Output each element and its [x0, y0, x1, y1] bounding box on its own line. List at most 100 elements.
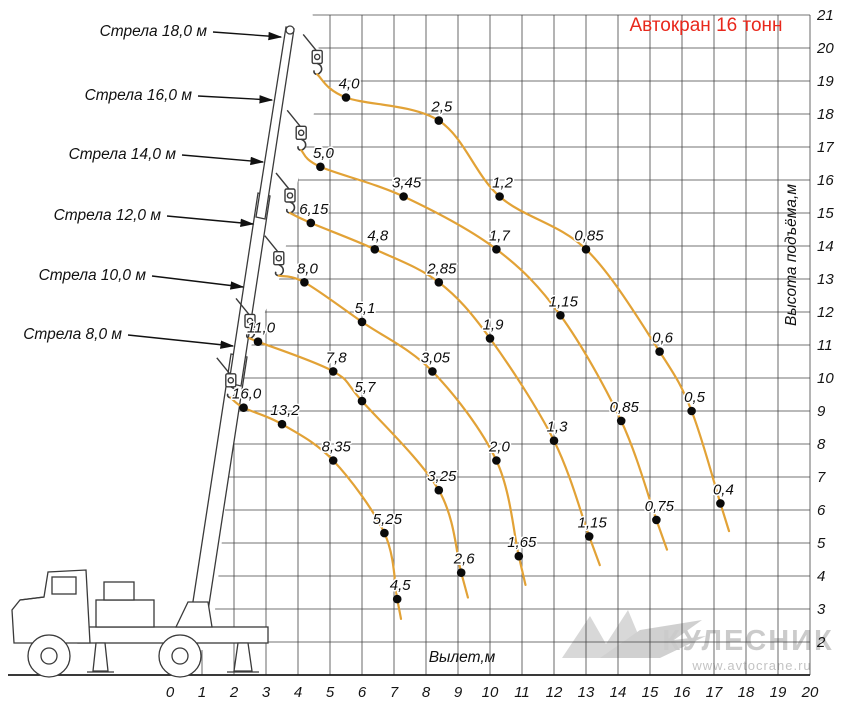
boom-mid-section — [228, 192, 271, 387]
data-point-dot — [253, 337, 263, 347]
data-point-dot — [584, 532, 594, 541]
y-tick-label: 13 — [817, 271, 834, 288]
watermark-brand: КУЛЕСНИК — [662, 625, 833, 657]
boom-length-label: Стрела 14,0 м — [69, 146, 177, 163]
hook-tip — [246, 326, 256, 339]
load-value-label: 13,2 — [270, 402, 300, 419]
data-point-dot — [370, 245, 380, 254]
hook-tip — [274, 263, 285, 277]
y-tick-label: 9 — [817, 403, 826, 420]
boom-head-sheave — [285, 25, 295, 35]
boom-pointer-arrow — [181, 154, 265, 166]
load-value-label: 2,5 — [430, 99, 453, 116]
data-point-dot — [357, 317, 367, 327]
y-tick-label: 14 — [817, 238, 834, 255]
capacity-curve — [300, 149, 669, 551]
boom-length-label: Стрела 18,0 м — [100, 23, 208, 40]
load-value-label: 0,6 — [652, 330, 674, 347]
load-value-label: 2,85 — [426, 260, 457, 277]
boom-pointer-arrow — [212, 31, 283, 41]
hook-blocks — [216, 33, 323, 399]
data-point-dot — [357, 396, 367, 406]
y-tick-label: 2 — [816, 634, 826, 651]
boom-area-mask — [0, 0, 324, 650]
hook-cable — [235, 297, 250, 315]
load-value-label: 1,15 — [549, 293, 579, 310]
data-point-dot — [514, 551, 524, 561]
x-axis-title: Вылет,м — [429, 649, 496, 666]
data-point-dot — [392, 594, 402, 604]
boom-length-label: Стрела 12,0 м — [54, 207, 162, 224]
boom-pointer-arrow — [197, 95, 274, 104]
data-point-dot — [399, 192, 408, 201]
load-value-label: 0,4 — [713, 481, 734, 498]
y-tick-label: 4 — [817, 568, 825, 585]
x-tick-label: 15 — [642, 684, 659, 701]
hook-pulley — [227, 376, 235, 384]
y-tick-label: 7 — [817, 469, 826, 486]
x-tick-label: 17 — [706, 684, 723, 701]
load-value-label: 1,65 — [507, 534, 537, 551]
data-point-dot — [316, 162, 325, 172]
hook-tip — [313, 62, 323, 75]
capacity-curves — [229, 73, 731, 620]
y-tick-label: 10 — [817, 370, 834, 387]
y-tick-label: 12 — [817, 304, 834, 321]
x-tick-label: 10 — [482, 684, 499, 701]
data-point-dot — [716, 499, 725, 508]
watermark-wing-icon — [600, 620, 706, 658]
load-value-label: 0,75 — [645, 498, 675, 515]
boom-pivot-bracket — [174, 601, 213, 628]
y-tick-label: 20 — [816, 40, 834, 57]
y-tick-label: 15 — [817, 205, 834, 222]
chart-title: Автокран 16 тонн — [629, 15, 782, 36]
hook-tip — [286, 201, 296, 214]
x-tick-label: 5 — [326, 684, 335, 701]
load-value-label: 0,85 — [574, 227, 604, 244]
x-tick-label: 4 — [294, 684, 302, 701]
hook-tip — [297, 138, 307, 151]
load-value-label: 3,45 — [392, 175, 422, 192]
x-tick-label: 9 — [454, 684, 463, 701]
crane-turret — [95, 599, 155, 628]
load-value-label: 1,3 — [547, 419, 569, 436]
y-tick-label: 3 — [817, 601, 826, 618]
data-point-dot — [549, 436, 559, 446]
x-tick-label: 6 — [358, 684, 367, 701]
boom-length-label: Стрела 10,0 м — [39, 267, 147, 284]
y-tick-label: 19 — [817, 73, 834, 90]
load-value-label: 3,05 — [421, 349, 451, 366]
cab-window — [51, 576, 77, 595]
data-point-dot — [428, 367, 437, 376]
y-axis-title: Высота подъёма,м — [783, 184, 800, 326]
boom-pointer-arrow — [127, 334, 235, 349]
y-tick-label: 6 — [817, 502, 826, 519]
y-tick-label: 18 — [817, 106, 834, 123]
load-value-label: 0,5 — [684, 389, 706, 406]
hook-cable — [275, 172, 290, 190]
y-tick-label: 17 — [817, 139, 834, 156]
load-value-label: 5,25 — [373, 511, 403, 528]
hook-icon — [275, 172, 296, 214]
y-tick-label: 8 — [817, 436, 826, 453]
y-tick-label: 21 — [816, 7, 834, 24]
data-point-dot — [300, 278, 309, 287]
boom-length-label: Стрела 8,0 м — [23, 326, 122, 343]
load-value-label: 8,35 — [322, 439, 352, 456]
hook-cable — [216, 357, 231, 375]
data-point-dot — [341, 93, 351, 102]
load-value-label: 4,5 — [390, 577, 412, 594]
data-point-dot — [652, 515, 661, 525]
operator-cabin — [103, 581, 135, 601]
data-point-dot — [434, 278, 444, 287]
x-tick-label: 18 — [738, 684, 755, 701]
grid — [8, 14, 811, 676]
front-wheel-hub — [40, 647, 58, 665]
data-point-dot — [434, 485, 444, 495]
load-value-label: 2,0 — [488, 439, 511, 456]
load-value-label: 7,8 — [326, 349, 348, 366]
x-tick-label: 7 — [390, 684, 399, 701]
